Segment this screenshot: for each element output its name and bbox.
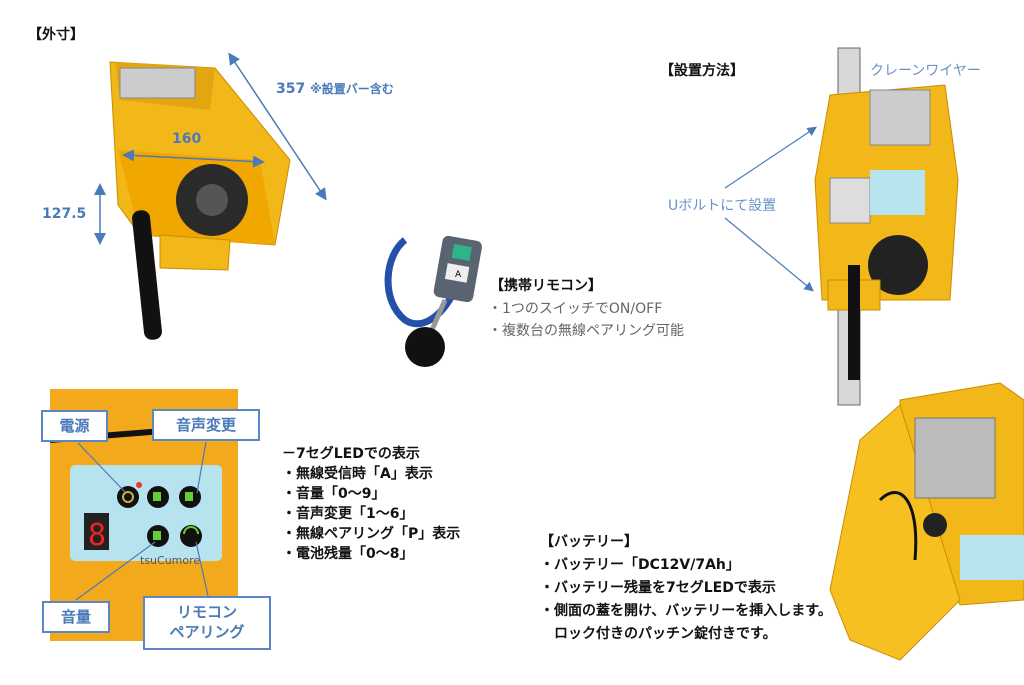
led-heading: －7セグLEDでの表示 [282,446,420,462]
wire-label: クレーンワイヤー [870,63,981,79]
battery-photo [829,382,1024,661]
remote-button-label: A [455,270,462,280]
label-pairing-line2: ペアリング [169,623,245,641]
label-pairing-line1: リモコン [176,603,237,621]
remote-heading: 【携帯リモコン】 [490,278,602,294]
width-value: 160 [172,131,202,147]
led-bullet: ・電池残量「0～8」 [282,546,414,562]
remote-bullet: ・1つのスイッチでON/OFF [488,301,663,317]
length-value: 357 [276,81,306,97]
led-bullet: ・音量「0～9」 [282,486,386,502]
label-volume: 音量 [42,601,110,633]
battery-bullet: ・バッテリー「DC12V/7Ah」 [540,557,740,573]
label-power: 電源 [41,410,108,442]
battery-heading: 【バッテリー】 [540,534,638,550]
length-note: ※設置バー含む [310,82,394,96]
installation-heading: 【設置方法】 [660,63,744,79]
label-remote-pairing: リモコン ペアリング [143,596,271,650]
remote-bullet: ・複数台の無線ペアリング可能 [488,323,684,339]
dimensions-heading: 【外寸】 [28,27,84,43]
bolt-label: Uボルトにて設置 [668,198,777,214]
led-bullet: ・無線ペアリング「P」表示 [282,526,461,542]
segment-digit: 8 [88,518,106,553]
label-voice-change: 音声変更 [152,409,260,441]
led-bullet: ・音声変更「1～6」 [282,506,414,522]
led-display-list: －7セグLEDでの表示 ・無線受信時「A」表示 ・音量「0～9」 ・音声変更「1… [282,444,460,564]
brand-logo: tsuCumore [140,554,200,567]
led-bullet: ・無線受信時「A」表示 [282,466,433,482]
height-value: 127.5 [42,206,87,222]
battery-bullet: ・バッテリー残量を7セグLEDで表示 [540,580,776,596]
installation-photo [814,47,959,406]
battery-bullet: ・側面の蓋を開け、バッテリーを挿入します。 [540,603,832,619]
battery-bullet: ロック付きのパッチン錠付きです。 [540,626,777,642]
battery-list: 【バッテリー】 ・バッテリー「DC12V/7Ah」 ・バッテリー残量を7セグLE… [540,531,832,646]
remote-photo: A [384,235,482,367]
